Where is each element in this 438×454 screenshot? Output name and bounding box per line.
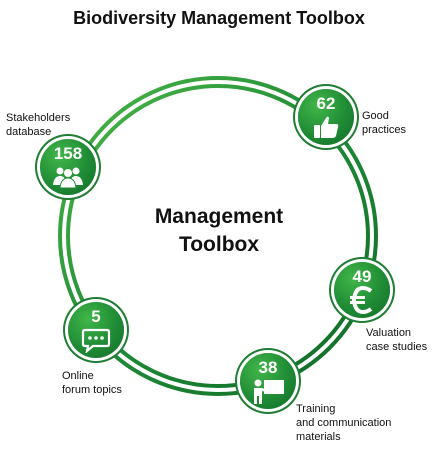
node-stakeholders[interactable]: 158 xyxy=(40,139,96,195)
caption-training: Training and communication materials xyxy=(296,402,391,444)
caption-valuation-line2: case studies xyxy=(366,341,428,353)
caption-valuation: Valuation case studies xyxy=(366,326,427,354)
euro-icon xyxy=(334,286,390,314)
presenter-board-icon xyxy=(240,377,296,405)
chat-bubble-icon xyxy=(68,326,124,354)
center-label-line2: Toolbox xyxy=(178,233,260,256)
diagram-title: Biodiversity Management Toolbox xyxy=(73,8,365,28)
caption-stakeholders-line1: Stakeholders xyxy=(6,112,71,124)
caption-good-practices-line1: Good xyxy=(362,110,389,122)
node-forum-count: 5 xyxy=(91,307,101,326)
center-label-line1: Management xyxy=(154,205,284,228)
node-stakeholders-count: 158 xyxy=(53,144,83,163)
caption-forum: Online forum topics xyxy=(62,369,122,397)
caption-training-line2: and communication xyxy=(296,417,392,429)
node-training[interactable]: 38 xyxy=(240,353,296,409)
ring-inner xyxy=(66,84,370,388)
thumbs-up-icon xyxy=(298,113,354,141)
caption-good-practices-line2: practices xyxy=(362,124,407,136)
caption-forum-line1: Online xyxy=(62,370,94,382)
node-good-practices-count: 62 xyxy=(316,94,336,113)
ring-outer xyxy=(58,76,378,396)
caption-good-practices: Good practices xyxy=(362,109,406,137)
node-forum[interactable]: 5 xyxy=(68,302,124,358)
node-valuation-count: 49 xyxy=(352,267,372,286)
node-training-count: 38 xyxy=(258,358,278,377)
caption-forum-line2: forum topics xyxy=(62,384,122,396)
caption-valuation-line1: Valuation xyxy=(366,327,412,339)
people-group-icon xyxy=(40,163,96,191)
node-good-practices[interactable]: 62 xyxy=(298,89,354,145)
node-valuation[interactable]: 49 xyxy=(334,262,390,318)
caption-stakeholders-line2: database xyxy=(6,126,52,138)
center-label: Management Toolbox xyxy=(139,203,299,259)
caption-training-line3: materials xyxy=(296,431,341,443)
caption-stakeholders: Stakeholders database xyxy=(6,111,70,139)
caption-training-line1: Training xyxy=(296,403,336,415)
